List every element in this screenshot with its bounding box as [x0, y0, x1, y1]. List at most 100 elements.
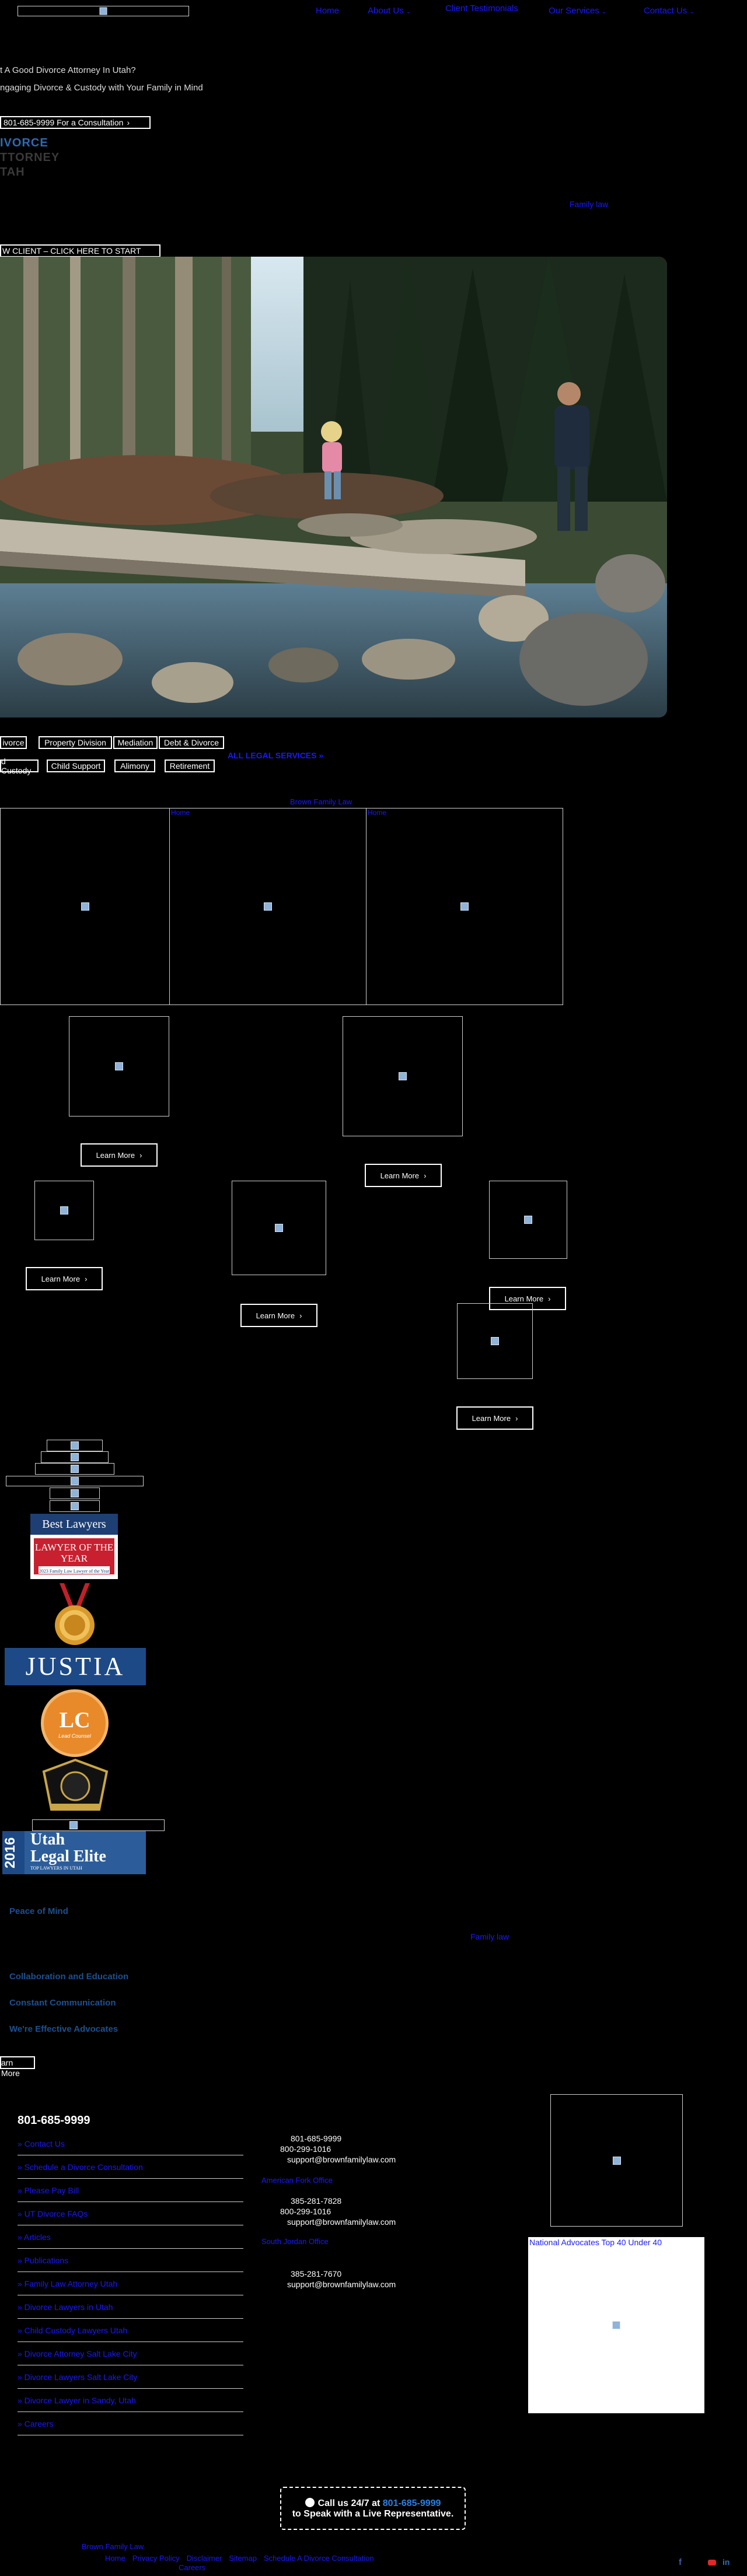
- footer-link[interactable]: » Divorce Lawyer in Sandy, Utah: [18, 2389, 243, 2412]
- image-placeholder-icon: [275, 1224, 283, 1232]
- tile-home-link[interactable]: Home: [171, 808, 190, 817]
- all-legal-services-link[interactable]: ALL LEGAL SERVICES »: [228, 751, 324, 760]
- nav-contact-us[interactable]: Contact Us ⌄: [644, 6, 694, 16]
- bottom-nav-link[interactable]: Privacy Policy: [132, 2554, 180, 2563]
- footer-link[interactable]: » Divorce Lawyers Salt Lake City: [18, 2365, 243, 2389]
- practice-heading-link[interactable]: Brown Family Law: [290, 797, 352, 806]
- best-lawyers-sub: 2023 Family Law Lawyer of the Year: [39, 1566, 110, 1574]
- award-badge: [50, 1500, 100, 1512]
- practice-tile[interactable]: Home: [366, 808, 563, 1005]
- tile-home-link[interactable]: Home: [368, 808, 387, 817]
- footer-phone: 801-685-9999: [18, 2114, 90, 2127]
- bottom-nav-link[interactable]: Sitemap: [229, 2554, 257, 2563]
- brand-line-3: TAH: [0, 166, 25, 178]
- award-medal: [53, 1583, 97, 1647]
- legal-elite-line-2: Legal Elite: [30, 1847, 106, 1866]
- service-divorce-button[interactable]: ivorce: [0, 736, 27, 749]
- best-lawyers-badge: Best Lawyers LAWYER OF THE YEAR 2023 Fam…: [30, 1514, 118, 1579]
- practice-thumb[interactable]: [232, 1181, 326, 1275]
- arrow-right-icon: ›: [127, 118, 130, 127]
- learn-more-button[interactable]: Learn More›: [26, 1267, 103, 1290]
- nav-about-us[interactable]: About Us ⌄: [368, 6, 411, 16]
- cta-line-1-text: Call us 24/7 at: [317, 2498, 381, 2508]
- footer-link[interactable]: » Divorce Attorney Salt Lake City: [18, 2342, 243, 2365]
- bottom-nav-link[interactable]: Disclaimer: [186, 2554, 222, 2563]
- family-law-link[interactable]: Family law: [470, 1932, 509, 1941]
- service-child-support-button[interactable]: Child Support: [47, 760, 105, 772]
- nav-our-services[interactable]: Our Services ⌄: [549, 6, 606, 16]
- image-placeholder-icon: [71, 1453, 79, 1461]
- service-alimony-button[interactable]: Alimony: [114, 760, 155, 772]
- office-2-link[interactable]: American Fork Office: [261, 2176, 333, 2185]
- office-3-phone: 385-281-7670: [291, 2269, 342, 2278]
- legal-elite-sub: TOP LAWYERS IN UTAH: [30, 1866, 82, 1871]
- bottom-careers-link[interactable]: Careers: [179, 2563, 206, 2572]
- learn-more-button[interactable]: Learn More›: [456, 1406, 533, 1430]
- justia-badge: JUSTIA: [5, 1648, 146, 1685]
- footer-link[interactable]: » Articles: [18, 2225, 243, 2249]
- chevron-down-icon: ⌄: [601, 9, 607, 15]
- practice-tile[interactable]: [0, 808, 170, 1005]
- footer-firm-name[interactable]: Brown Family Law: [82, 2542, 144, 2551]
- practice-thumb[interactable]: [343, 1016, 463, 1136]
- image-placeholder-icon: [71, 1502, 79, 1510]
- facebook-icon[interactable]: f: [679, 2557, 682, 2567]
- bottom-nav-link[interactable]: Schedule A Divorce Consultation: [263, 2554, 374, 2563]
- best-lawyers-main: LAWYER OF THE YEAR: [34, 1542, 114, 1564]
- bottom-nav-link[interactable]: Home: [105, 2554, 125, 2563]
- nav-home[interactable]: Home: [316, 6, 340, 16]
- lead-counsel-letters: LC: [59, 1708, 90, 1732]
- learn-more-button[interactable]: Learn More›: [489, 1287, 566, 1310]
- call-cta-box[interactable]: Call us 24/7 at 801-685-9999 to Speak wi…: [280, 2487, 466, 2530]
- office-3-link[interactable]: South Jordan Office: [261, 2237, 329, 2246]
- learn-more-button[interactable]: Learn More›: [81, 1143, 158, 1167]
- values-learn-more-button[interactable]: arn More: [0, 2056, 35, 2078]
- practice-thumb[interactable]: [489, 1181, 567, 1259]
- office-1-tollfree: 800-299-1016: [280, 2144, 331, 2154]
- footer-link[interactable]: » Please Pay Bill: [18, 2179, 243, 2202]
- office-3-email: support@brownfamilylaw.com: [287, 2280, 396, 2289]
- service-debt-divorce-button[interactable]: Debt & Divorce: [159, 736, 224, 749]
- footer-link[interactable]: » Divorce Lawyers in Utah: [18, 2295, 243, 2319]
- search-icon: [99, 7, 107, 15]
- arrow-right-icon: ›: [548, 1294, 551, 1303]
- hero-photo: [0, 257, 667, 718]
- crest-icon: [42, 1758, 109, 1811]
- footer-link[interactable]: » Publications: [18, 2249, 243, 2272]
- practice-thumb[interactable]: [69, 1016, 169, 1116]
- learn-more-button[interactable]: Learn More›: [365, 1164, 442, 1187]
- nav-client-testimonials[interactable]: Client Testimonials: [445, 4, 518, 13]
- linkedin-icon[interactable]: in: [722, 2557, 730, 2567]
- image-placeholder-icon: [71, 1489, 79, 1497]
- footer-link[interactable]: » Family Law Attorney Utah: [18, 2272, 243, 2295]
- practice-thumb[interactable]: [457, 1303, 533, 1379]
- footer-link[interactable]: » Child Custody Lawyers Utah: [18, 2319, 243, 2342]
- nav-contact-us-label: Contact Us: [644, 6, 687, 16]
- practice-tile[interactable]: Home: [169, 808, 366, 1005]
- family-creek-illustration: [0, 257, 667, 718]
- footer-link[interactable]: » Careers: [18, 2412, 243, 2435]
- office-2-email: support@brownfamilylaw.com: [287, 2217, 396, 2227]
- service-custody-button[interactable]: d Custody: [0, 757, 39, 775]
- learn-more-label: Learn More: [41, 1274, 81, 1283]
- family-law-link[interactable]: Family law: [570, 200, 609, 209]
- best-lawyers-panel: LAWYER OF THE YEAR 2023 Family Law Lawye…: [34, 1538, 114, 1574]
- footer-link[interactable]: » UT Divorce FAQs: [18, 2202, 243, 2225]
- footer-link[interactable]: » Contact Us: [18, 2132, 243, 2155]
- footer-image: [550, 2094, 683, 2227]
- service-property-division-button[interactable]: Property Division: [39, 736, 112, 749]
- consultation-button[interactable]: 801-685-9999 For a Consultation ›: [0, 116, 151, 129]
- service-retirement-button[interactable]: Retirement: [165, 760, 215, 772]
- image-placeholder-icon: [60, 1206, 68, 1214]
- youtube-icon[interactable]: [708, 2560, 716, 2566]
- lead-counsel-badge: LC Lead Counsel: [41, 1689, 109, 1757]
- learn-more-button[interactable]: Learn More›: [240, 1304, 317, 1327]
- service-mediation-button[interactable]: Mediation: [113, 736, 158, 749]
- new-client-start-button[interactable]: W CLIENT – CLICK HERE TO START: [0, 244, 160, 257]
- new-client-start-label: W CLIENT – CLICK HERE TO START: [2, 246, 141, 256]
- search-input[interactable]: [18, 6, 189, 16]
- arrow-right-icon: ›: [424, 1171, 427, 1180]
- footer-link[interactable]: » Schedule a Divorce Consultation: [18, 2155, 243, 2179]
- practice-thumb[interactable]: [34, 1181, 94, 1240]
- award-badge: [6, 1476, 144, 1486]
